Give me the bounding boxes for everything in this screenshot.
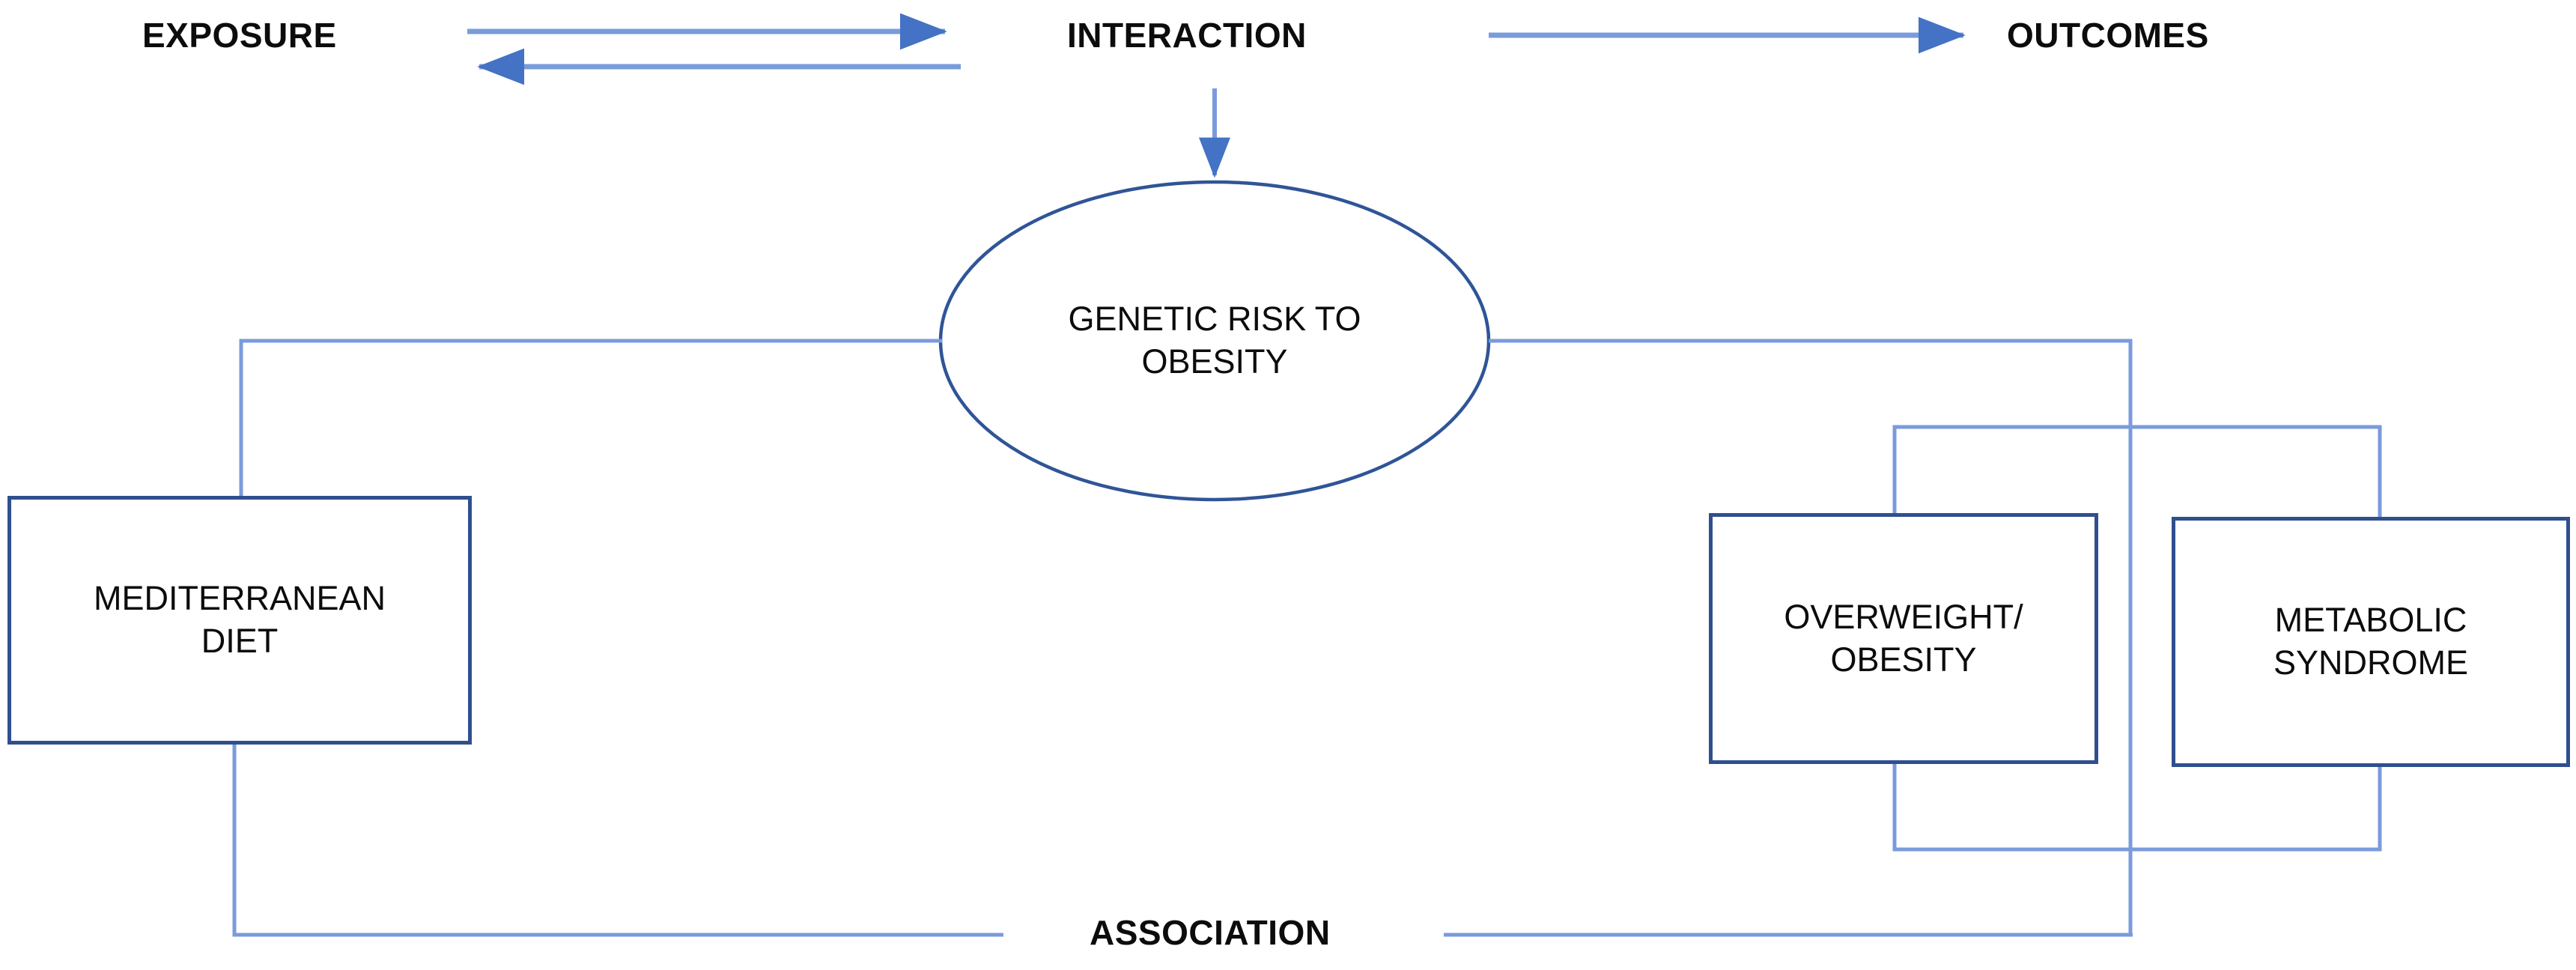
node-genetic-risk-to-obesity-ellipse <box>938 180 1491 502</box>
node-mediterranean-diet: MEDITERRANEAN DIET <box>7 496 472 745</box>
connector-bracket-to-metabolic-syndrome <box>1895 425 2382 518</box>
node-overweight-obesity: OVERWEIGHT/ OBESITY <box>1709 513 2098 764</box>
bottom-label-association: ASSOCIATION <box>1090 913 1331 952</box>
node-metabolic-syndrome-label: METABOLIC SYNDROME <box>2273 601 2469 682</box>
connector-outcomes-bottom-bracket <box>1892 762 2382 852</box>
connector-ellipse-to-outcomes-bracket <box>1489 339 2133 935</box>
node-mediterranean-diet-label: MEDITERRANEAN DIET <box>93 579 386 660</box>
connector-diet-to-association <box>232 743 1003 937</box>
node-metabolic-syndrome: METABOLIC SYNDROME <box>2172 517 2570 767</box>
connector-bracket-to-overweight-obesity <box>1892 425 2130 515</box>
connector-diet-to-ellipse <box>239 339 942 497</box>
header-label-outcomes: OUTCOMES <box>2007 16 2209 55</box>
node-overweight-obesity-label: OVERWEIGHT/ OBESITY <box>1784 597 2023 679</box>
header-label-interaction: INTERACTION <box>1067 16 1307 55</box>
header-label-exposure: EXPOSURE <box>142 16 337 55</box>
